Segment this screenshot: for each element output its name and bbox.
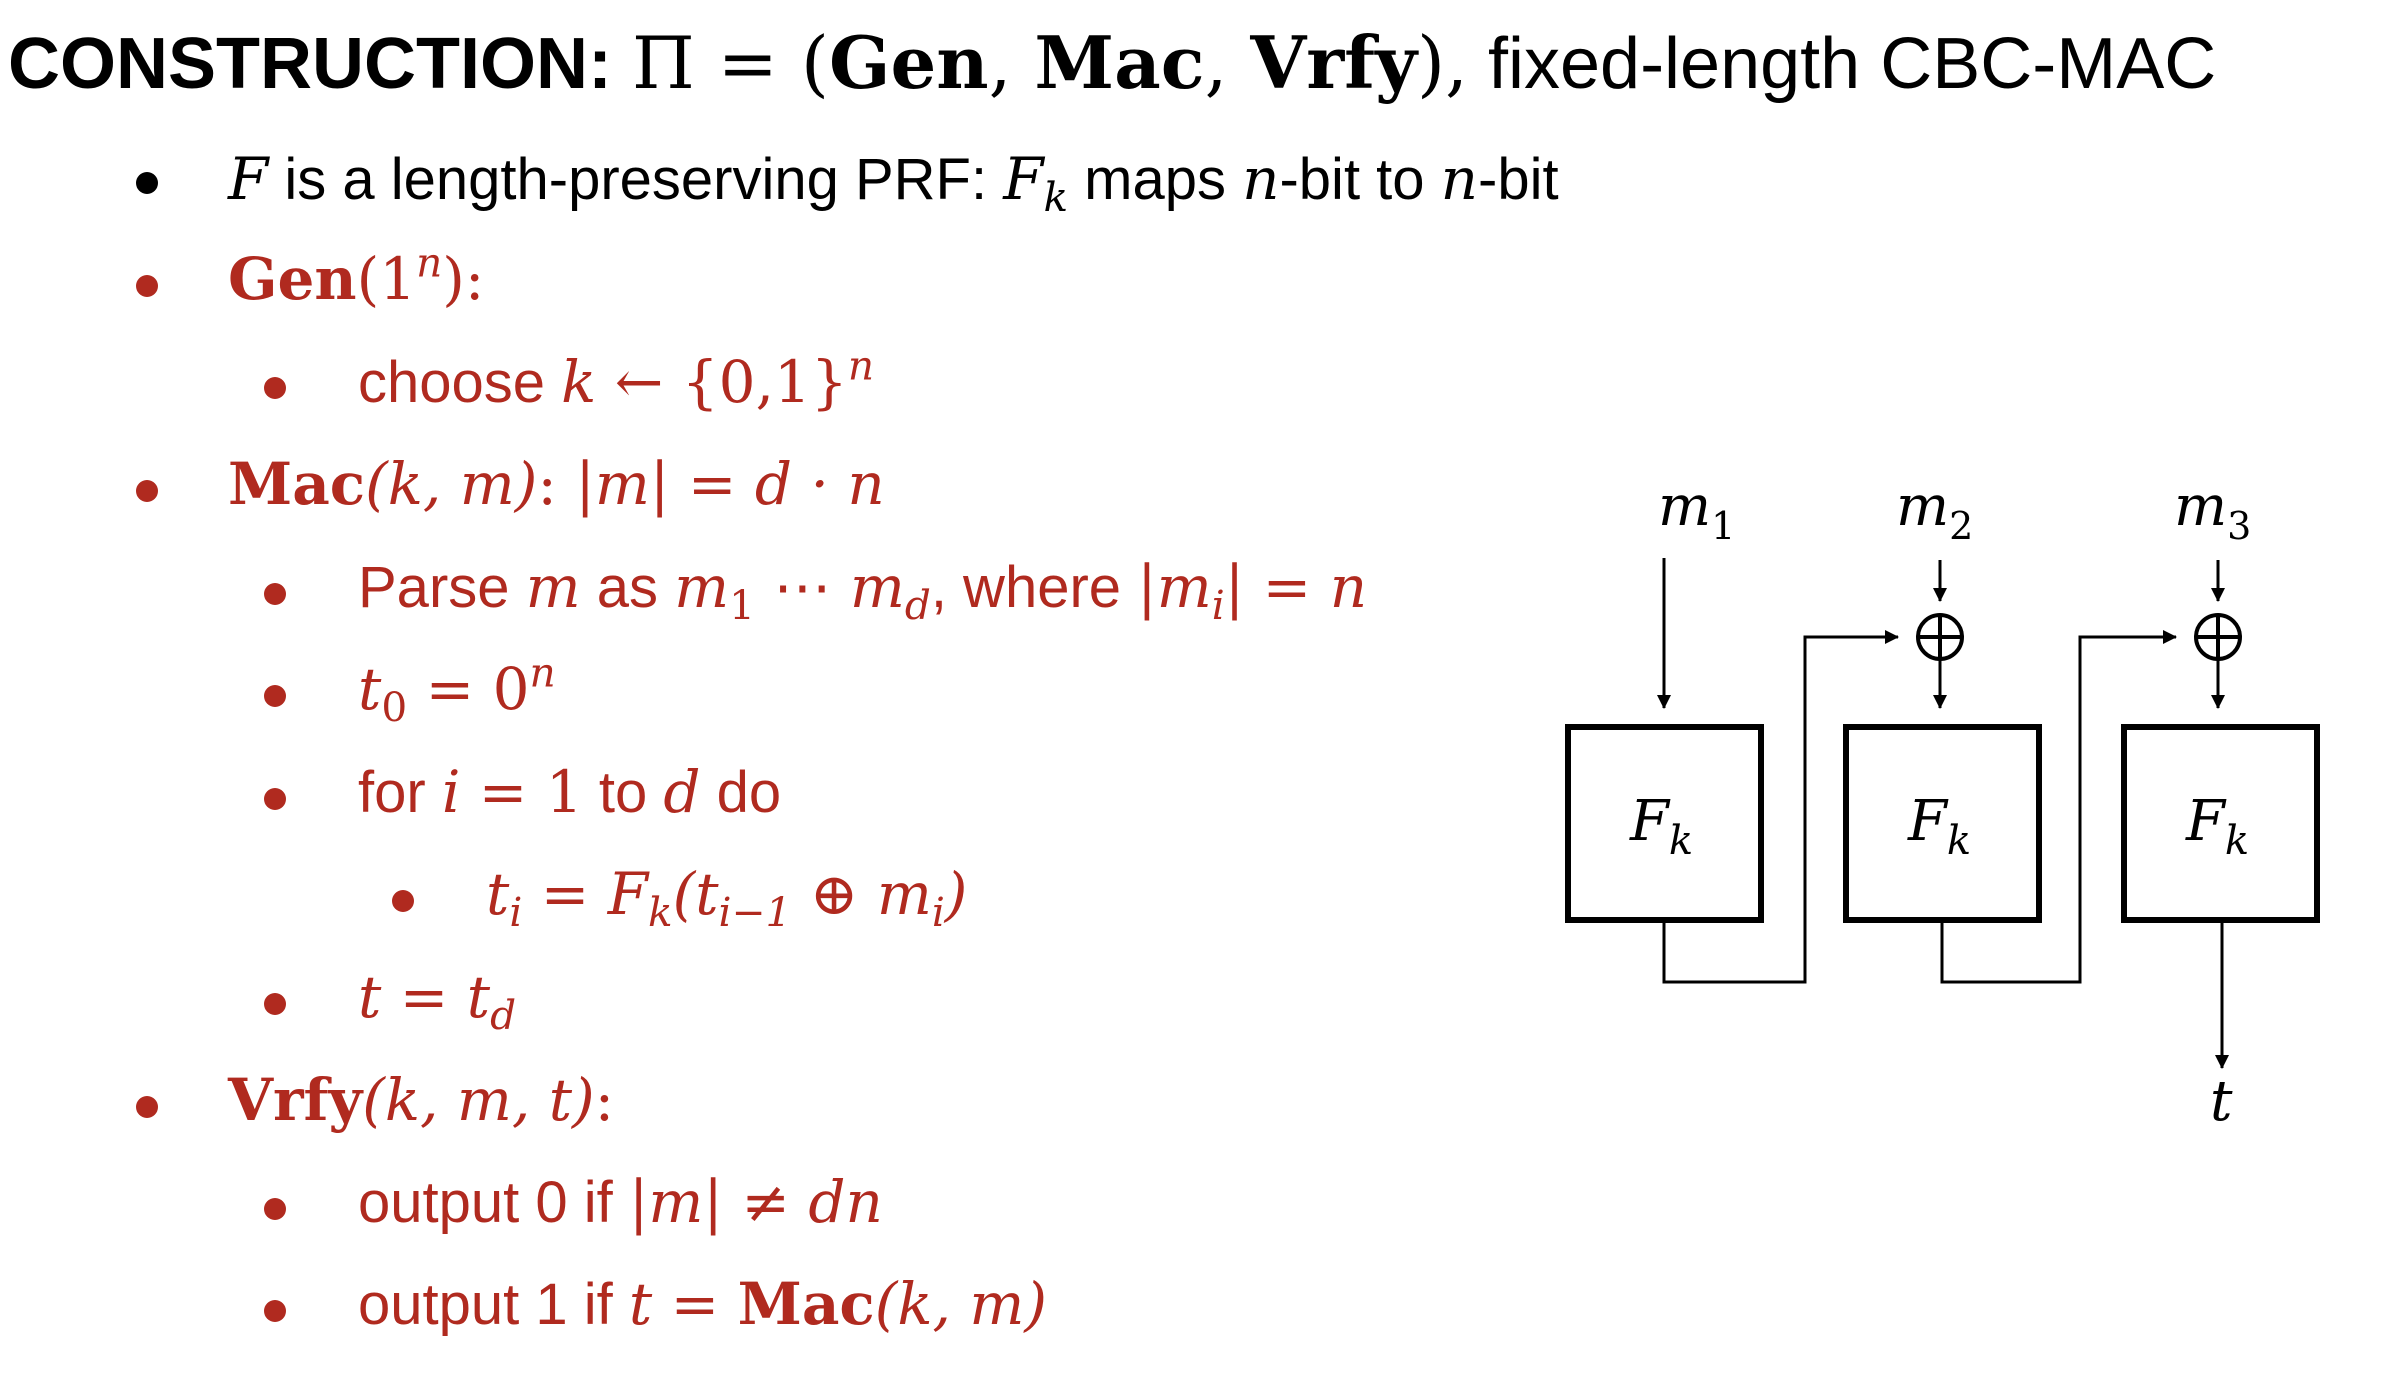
output1-line: output 1 if t = Mac(k, m)	[358, 1270, 1048, 1338]
bullet	[264, 1198, 286, 1220]
input-label-m2: m2	[1896, 474, 1973, 548]
input-label-m3: m3	[2174, 474, 2251, 548]
bullet	[136, 172, 158, 194]
bullet	[264, 377, 286, 399]
input-label-m1: m1	[1658, 474, 1735, 548]
bullet	[264, 993, 286, 1015]
output-label-t: t	[2210, 1069, 2233, 1134]
parse-line: Parse m as m1 ⋯ md, where |mi| = n	[358, 553, 1368, 630]
page-title: CONSTRUCTION: Π = (Gen, Mac, Vrfy), fixe…	[8, 20, 2217, 105]
prf-label-3: Fk	[2185, 789, 2249, 864]
bullet	[264, 685, 286, 707]
bullet	[136, 480, 158, 502]
bullet	[264, 788, 286, 810]
gen-line: Gen(1n):	[228, 238, 485, 313]
output0-line: output 0 if |m| ≠ dn	[358, 1168, 883, 1236]
bullet	[264, 1300, 286, 1322]
bullet	[136, 275, 158, 297]
bullet	[264, 583, 286, 605]
title-subtitle: fixed-length CBC-MAC	[1487, 24, 2217, 104]
chain-2-3	[1940, 630, 2177, 984]
for-line: for i = 1 to d do	[358, 758, 782, 826]
t-line: t = td	[358, 963, 517, 1040]
ti-line: ti = Fk(ti−1 ⊕ mi)	[486, 860, 968, 937]
prf-line: F is a length-preserving PRF: Fk maps n-…	[228, 145, 1559, 222]
mac-line: Mac(k, m): |m| = d · n	[228, 450, 885, 518]
prf-label-1: Fk	[1629, 789, 1693, 864]
vrfy-line: Vrfy(k, m, t):	[228, 1066, 615, 1134]
bullet	[136, 1096, 158, 1118]
chain-1-2	[1662, 630, 1899, 984]
prf-label-2: Fk	[1907, 789, 1971, 864]
xor-node-3	[2194, 613, 2242, 661]
t0-line: t0 = 0n	[358, 648, 556, 732]
choose-line: choose k ← {0,1}n	[358, 341, 874, 416]
bullet	[392, 890, 414, 912]
title-label: CONSTRUCTION:	[8, 24, 612, 104]
xor-node-2	[1916, 613, 1964, 661]
